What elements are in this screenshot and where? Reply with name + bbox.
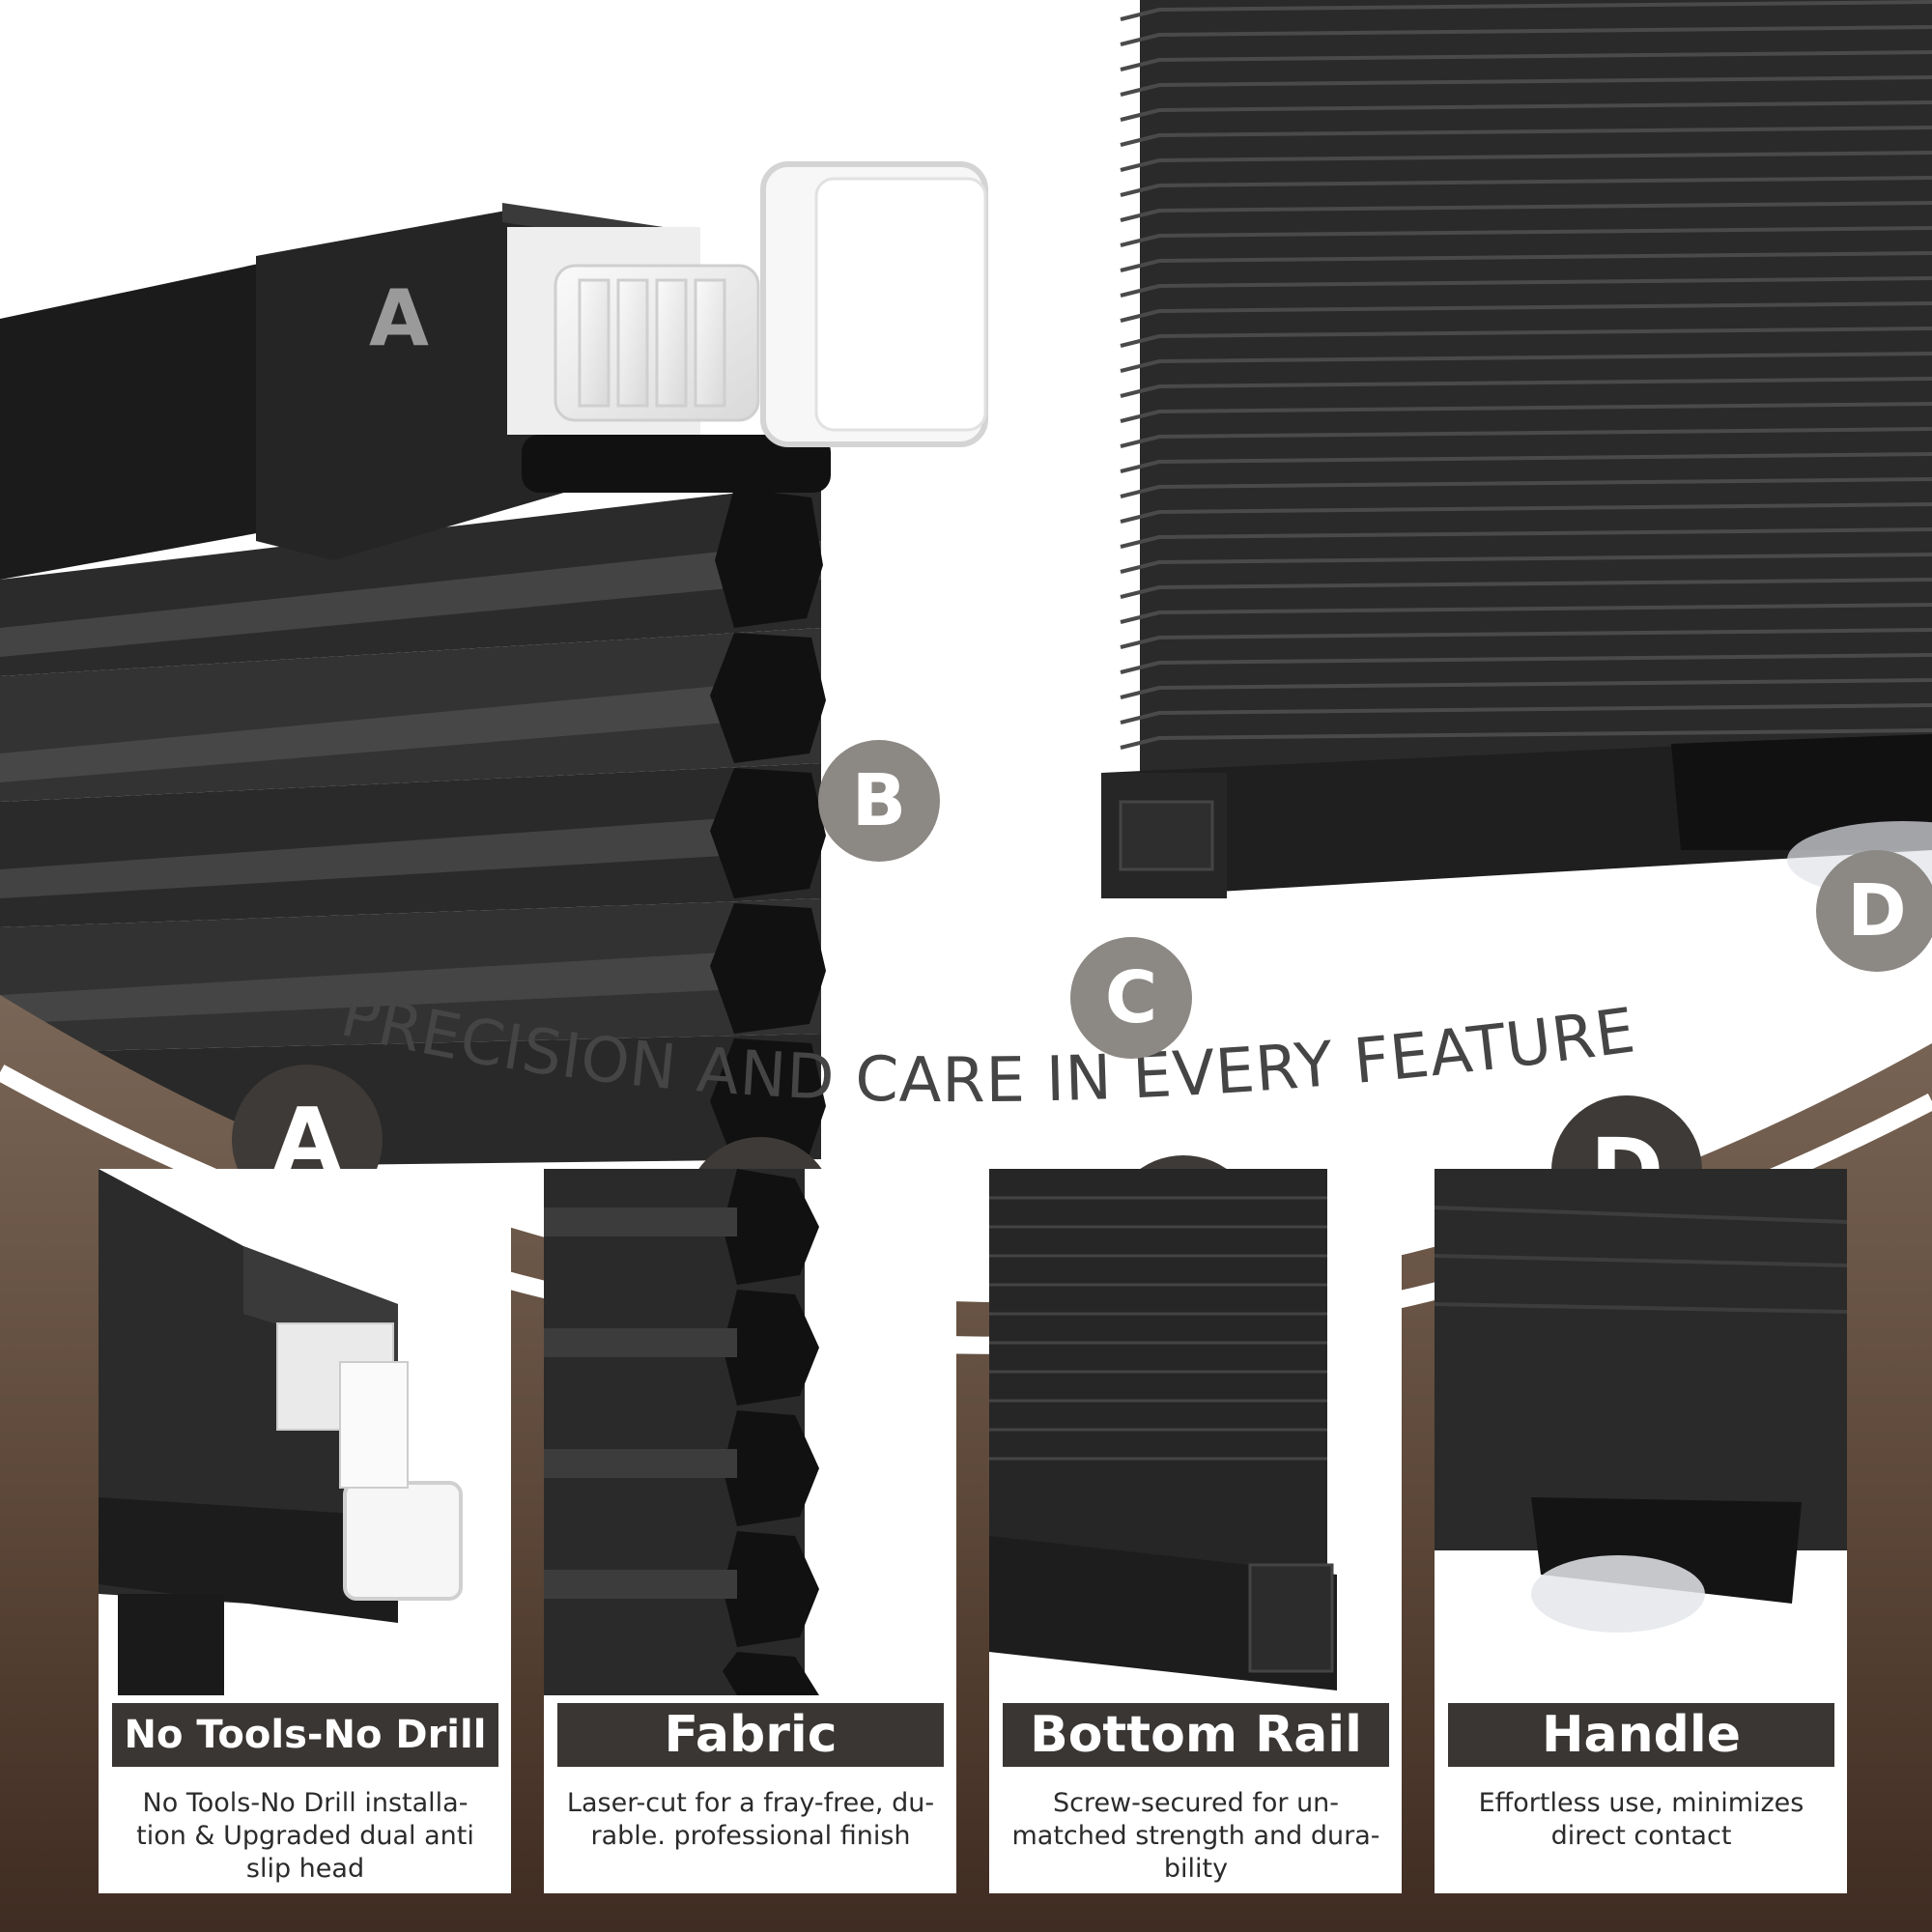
hero-badge-c: C xyxy=(1070,937,1192,1059)
hero-badge-d: D xyxy=(1816,850,1932,972)
pleat-line xyxy=(1120,603,1932,624)
pleat-line xyxy=(1120,75,1932,97)
hero-badge-a: A xyxy=(369,272,429,363)
pleat-line xyxy=(1120,477,1932,498)
bottom-rail-photo xyxy=(989,1169,1402,1695)
feature-title-c: Bottom Rail xyxy=(1003,1703,1389,1767)
feature-title-a: No Tools-No Drill xyxy=(112,1703,498,1767)
pleat-line xyxy=(1120,427,1932,448)
headline: PRECISION AND CARE IN EVERY FEATURE xyxy=(334,995,1640,1117)
hero-badge-b: B xyxy=(818,740,940,862)
feature-desc-b: Laser-cut for a fray-free, du- rable. pr… xyxy=(566,1788,935,1851)
pleat-line xyxy=(1120,176,1932,197)
feature-card-d: Handle Effortless use, minimizes direct … xyxy=(1435,1169,1847,1893)
pleat-line xyxy=(1120,402,1932,423)
pleat-line xyxy=(1120,100,1932,122)
pleat-line xyxy=(1120,553,1932,574)
feature-card-c: Bottom Rail Screw-secured for un- matche… xyxy=(989,1169,1402,1893)
pleat-line xyxy=(1120,50,1932,71)
pleat-line xyxy=(1120,126,1932,147)
pleat-line xyxy=(1120,226,1932,247)
pleat-line xyxy=(1120,703,1932,724)
mount-photo xyxy=(99,1169,511,1695)
headline-textpath: PRECISION AND CARE IN EVERY FEATURE xyxy=(334,995,1639,1117)
pleat-line xyxy=(1120,377,1932,398)
headline-text: PRECISION AND CARE IN EVERY FEATURE xyxy=(334,995,1640,1117)
pleat-line xyxy=(1120,578,1932,599)
pleat-line xyxy=(1120,276,1932,298)
pleat-line xyxy=(1120,653,1932,674)
feature-card-b: Fabric Laser-cut for a fray-free, du- ra… xyxy=(544,1169,956,1893)
pleat-line xyxy=(1120,25,1932,46)
pleat-line xyxy=(1120,527,1932,549)
feature-desc-d: Effortless use, minimizes direct contact xyxy=(1478,1788,1804,1851)
pleat-line xyxy=(1120,452,1932,473)
feature-desc-a: No Tools-No Drill installa- tion & Upgra… xyxy=(136,1788,474,1884)
pleat-line xyxy=(1120,251,1932,272)
pleat-line xyxy=(1120,352,1932,373)
bottom-rail-closeup-photo xyxy=(1101,0,1932,898)
feature-title-b: Fabric xyxy=(557,1703,944,1767)
handle-photo xyxy=(1435,1169,1847,1695)
pleat-line xyxy=(1120,151,1932,172)
fabric-photo xyxy=(544,1169,956,1695)
pleat-line xyxy=(1120,628,1932,649)
pleat-line xyxy=(1120,678,1932,699)
pleat-line xyxy=(1120,301,1932,323)
pleat-line xyxy=(1120,201,1932,222)
feature-card-a: No Tools-No Drill No Tools-No Drill inst… xyxy=(99,1169,511,1893)
headrail-closeup-photo xyxy=(0,161,988,1169)
feature-desc-c: Screw-secured for un- matched strength a… xyxy=(1011,1788,1380,1884)
pleat-line xyxy=(1120,327,1932,348)
pleat-line xyxy=(1120,728,1932,750)
pleat-line xyxy=(1120,502,1932,524)
pleat-line xyxy=(1120,0,1932,21)
feature-title-d: Handle xyxy=(1448,1703,1834,1767)
